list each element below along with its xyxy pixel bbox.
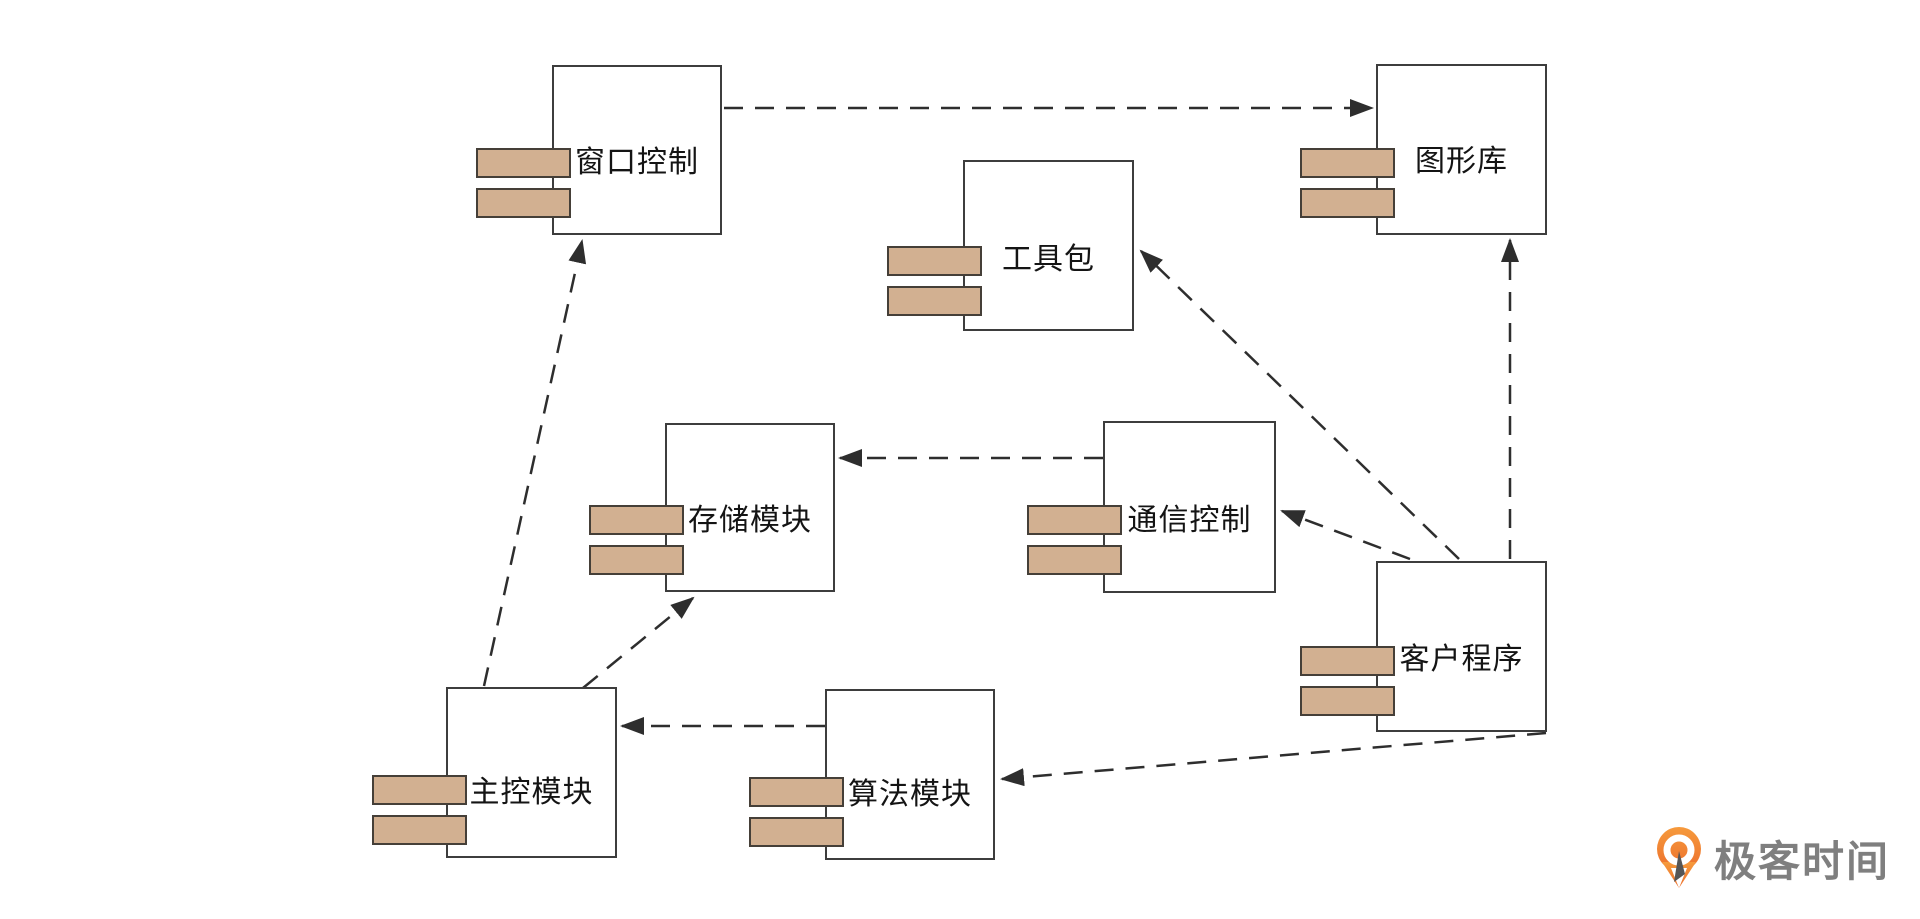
- arrow-client-program-to-communication-control: [1280, 509, 1411, 561]
- interface-tab: [1027, 505, 1122, 535]
- component-label: 窗口控制: [575, 146, 699, 179]
- component-toolkit: 工具包: [963, 160, 1134, 331]
- component-label: 通信控制: [1127, 504, 1252, 537]
- interface-tab: [1300, 188, 1395, 218]
- geektime-logo: 极客时间: [1656, 826, 1890, 890]
- arrow-client-program-to-toolkit: [1139, 249, 1460, 560]
- brand-text: 极客时间: [1714, 837, 1891, 885]
- interface-tab: [887, 286, 982, 316]
- arrow-main-control-module-to-window-control: [482, 239, 587, 687]
- interface-tab: [372, 815, 467, 845]
- interface-tab: [749, 777, 844, 807]
- interface-tab: [887, 246, 982, 276]
- interface-tab: [476, 148, 571, 178]
- component-label: 存储模块: [688, 504, 812, 537]
- component-label: 算法模块: [848, 778, 972, 811]
- interface-tab: [476, 188, 571, 218]
- component-graphics-library: 图形库: [1376, 64, 1547, 235]
- component-label: 主控模块: [469, 776, 594, 809]
- interface-tab: [749, 817, 844, 847]
- interface-tab: [1300, 686, 1395, 716]
- component-label: 图形库: [1415, 145, 1508, 178]
- interface-tab: [1300, 148, 1395, 178]
- component-main-control-module: 主控模块: [446, 687, 617, 858]
- component-storage-module: 存储模块: [665, 423, 835, 592]
- interface-tab: [589, 545, 684, 575]
- interface-tab: [589, 505, 684, 535]
- component-communication-control: 通信控制: [1103, 421, 1276, 593]
- component-label: 客户程序: [1399, 643, 1524, 676]
- component-label: 工具包: [1002, 243, 1095, 276]
- arrow-client-program-to-algorithm-module: [1000, 731, 1547, 787]
- interface-tab: [1300, 646, 1395, 676]
- interface-tab: [1027, 545, 1122, 575]
- component-client-program: 客户程序: [1376, 561, 1547, 732]
- component-window-control: 窗口控制: [552, 65, 722, 235]
- component-algorithm-module: 算法模块: [825, 689, 995, 860]
- arrow-main-control-module-to-storage-module: [582, 596, 695, 689]
- interface-tab: [372, 775, 467, 805]
- geektime-pin-icon: [1657, 827, 1701, 888]
